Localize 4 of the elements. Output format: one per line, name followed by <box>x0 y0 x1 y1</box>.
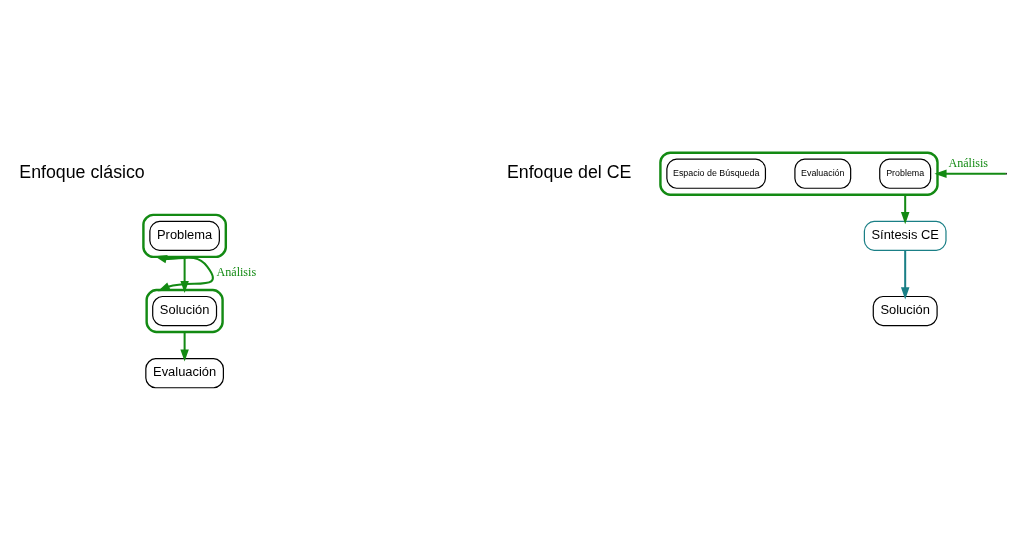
label: Enfoque clásico <box>19 161 145 182</box>
label: Enfoque del CE <box>506 161 632 182</box>
edge-label: Análisis <box>216 264 257 279</box>
edge-label: Análisis <box>948 155 989 170</box>
